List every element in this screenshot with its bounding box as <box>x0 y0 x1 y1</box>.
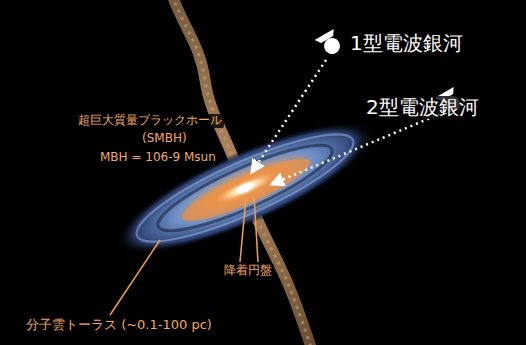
part-label: (SMBH) <box>140 132 189 146</box>
part-label: 降着円盤 <box>222 264 274 278</box>
sight-lines <box>252 60 440 184</box>
leader-lines <box>110 196 258 315</box>
view-label: 1型電波銀河 <box>348 32 465 55</box>
part-label: 超巨大質量ブラックホール <box>76 114 224 128</box>
mass-label: MBH = 106-9 Msun <box>98 151 218 165</box>
view-label: 2型電波銀河 <box>364 96 481 119</box>
part-label: 分子雲トーラス (~0.1-100 pc) <box>24 318 214 333</box>
